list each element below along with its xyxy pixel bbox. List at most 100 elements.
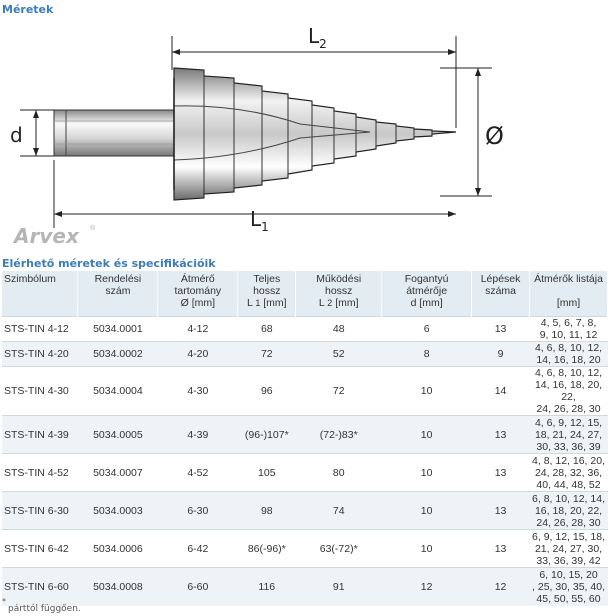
cell-working-length: 72 (295, 366, 382, 416)
l1-dimension: L1 (53, 160, 456, 234)
l2-label: L2 (308, 24, 327, 51)
cell-steps: 9 (471, 341, 530, 367)
cell-diameter-list: 6, 9, 12, 15, 18,21, 24, 27, 30,33, 36, … (529, 529, 608, 568)
drill-shank (53, 109, 175, 157)
cell-shank-diameter: 10 (381, 366, 472, 416)
cell-diameter-list: 4, 6, 9, 12, 15,18, 21, 24, 27,30, 33, 3… (529, 415, 608, 454)
d-label: d (10, 123, 23, 147)
cell-shank-diameter: 10 (381, 453, 472, 492)
cell-shank-diameter: 6 (381, 316, 472, 342)
cell-diameter-list: 6, 10, 15, 20, 25, 30, 35, 40,45, 50, 55… (529, 567, 608, 606)
diameter-list-line: 45, 50, 55, 60 (536, 592, 601, 605)
diameter-list-line: 21, 24, 27, 30, (534, 542, 603, 555)
footnote-mark: * (2, 597, 6, 606)
cell-diameter-list: 4, 6, 8, 10, 12,14, 16, 18, 20 (529, 341, 608, 367)
cell-steps: 13 (471, 316, 530, 342)
l2-dimension: L2 (171, 24, 457, 128)
diameter-list-line: 4, 6, 8, 10, 12, (534, 367, 603, 379)
diameter-list-line: 24, 28, 32, 36, (534, 466, 603, 479)
shank-dimension: d (10, 109, 58, 157)
l1-label: L1 (250, 207, 269, 234)
diameter-list-line: 24, 26, 28, 30 (536, 516, 601, 529)
cell-symbol: STS-TIN 4-12 (2, 316, 78, 342)
diameter-list-line: 6, 8, 10, 12, 14, (532, 492, 605, 505)
cell-order-number: 5034.0005 (77, 415, 158, 454)
footnote-text: párttól függően. (8, 604, 81, 614)
cell-diameter-range: 6-30 (157, 491, 238, 530)
diameter-dimension: Ø (440, 67, 504, 197)
cell-steps: 13 (471, 529, 530, 568)
cell-diameter-range: 4-20 (157, 341, 238, 367)
cell-steps: 13 (471, 491, 530, 530)
cell-total-length: (96-)107* (237, 415, 296, 454)
cell-shank-diameter: 10 (381, 491, 472, 530)
cell-working-length: 48 (295, 316, 382, 342)
cell-steps: 12 (471, 567, 530, 606)
diameter-list-line: 4, 6, 8, 10, 12, (534, 342, 603, 354)
cell-working-length: 63(-72)* (295, 529, 382, 568)
header-symbol: Szimbólum (2, 271, 79, 317)
cell-diameter-range: 4-39 (157, 415, 238, 454)
cell-working-length: (72-)83* (295, 415, 382, 454)
cell-working-length: 80 (295, 453, 382, 492)
cell-steps: 13 (471, 415, 530, 454)
cell-order-number: 5034.0002 (77, 341, 158, 367)
cell-steps: 14 (471, 366, 530, 416)
cell-order-number: 5034.0004 (77, 366, 158, 416)
svg-text:®: ® (89, 224, 96, 232)
diameter-list-line: 33, 36, 39, 42 (536, 554, 601, 567)
step-drill-drawing: L2 L1 d Ø Arve (10, 24, 504, 248)
cell-shank-diameter: 10 (381, 415, 472, 454)
cell-diameter-list: 6, 8, 10, 12, 14,16, 18, 20, 22,24, 26, … (529, 491, 608, 530)
cell-order-number: 5034.0003 (77, 491, 158, 530)
cell-diameter-list: 4, 8, 12, 16, 20,24, 28, 32, 36,40, 44, … (529, 453, 608, 492)
cell-symbol: STS-TIN 4-20 (2, 341, 78, 367)
diameter-list-line: 6, 10, 15, 20 (539, 568, 598, 581)
cell-working-length: 74 (295, 491, 382, 530)
cell-total-length: 86(-96)* (237, 529, 296, 568)
cell-diameter-list: 4, 6, 8, 10, 12,14, 16, 18, 20, 22,24, 2… (529, 366, 608, 416)
cell-shank-diameter: 12 (381, 567, 472, 606)
cell-working-length: 91 (295, 567, 382, 606)
cell-total-length: 105 (237, 453, 296, 492)
cell-diameter-range: 4-52 (157, 453, 238, 492)
header-diameter-list: Átmérők listája[mm] (529, 271, 608, 317)
diameter-label: Ø (485, 122, 504, 150)
diameter-list-line: 4, 5, 6, 7, 8, (540, 317, 597, 329)
specs-heading: Elérhető méretek és specifikációik (2, 257, 216, 270)
cell-diameter-range: 4-30 (157, 366, 238, 416)
diameter-list-line: 9, 10, 11, 12 (539, 329, 598, 341)
dimensions-heading: Méretek (2, 3, 54, 16)
cell-symbol: STS-TIN 4-39 (2, 415, 78, 454)
diameter-list-line: 16, 18, 20, 22, (534, 504, 603, 517)
cell-symbol: STS-TIN 4-52 (2, 453, 78, 492)
cell-total-length: 68 (237, 316, 296, 342)
diameter-list-line: 4, 6, 9, 12, 15, (534, 416, 603, 429)
diameter-list-line: 6, 9, 12, 15, 18, (532, 530, 605, 543)
cell-symbol: STS-TIN 4-30 (2, 366, 78, 416)
cell-total-length: 98 (237, 491, 296, 530)
cell-diameter-range: 4-12 (157, 316, 238, 342)
cell-total-length: 96 (237, 366, 296, 416)
cell-order-number: 5034.0007 (77, 453, 158, 492)
cell-steps: 13 (471, 453, 530, 492)
arvex-logo: Arvex ® (12, 224, 96, 248)
cell-total-length: 116 (237, 567, 296, 606)
cell-symbol: STS-TIN 6-60 (2, 567, 78, 606)
diameter-list-line: 24, 26, 28, 30 (536, 403, 601, 415)
diameter-list-line: 4, 8, 12, 16, 20, (532, 454, 605, 467)
